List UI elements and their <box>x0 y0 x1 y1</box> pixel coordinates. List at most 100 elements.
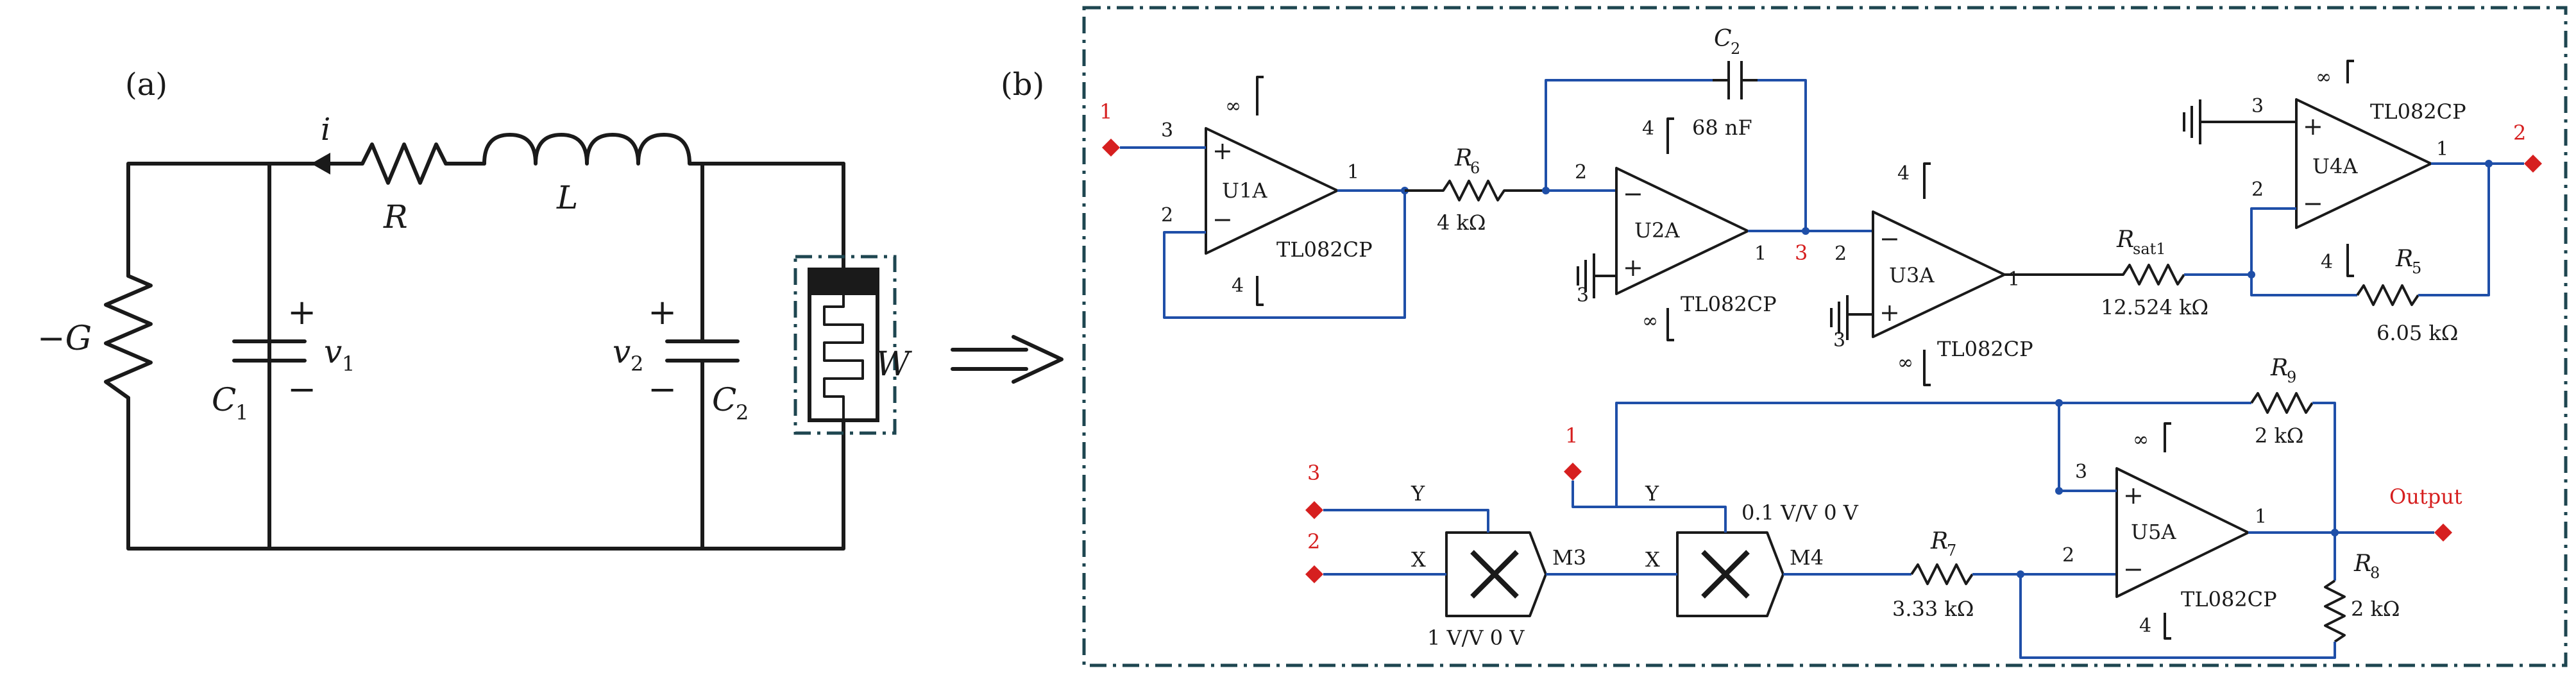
current-label: i <box>321 112 330 148</box>
m4-cross-icon <box>1701 550 1750 599</box>
m4-x-label: X <box>1645 547 1660 572</box>
u3a-pin4: 4 <box>1897 162 1910 185</box>
u4a-name: U4A <box>2312 154 2358 178</box>
u2a-pin2: 2 <box>1575 161 1587 184</box>
u5a-pin2: 2 <box>2062 544 2074 567</box>
u3a-part: TL082CP <box>1937 337 2033 361</box>
v1-subscript: 1 <box>342 352 355 376</box>
rsat1-sub: sat1 <box>2133 240 2166 258</box>
port-2-output[interactable] <box>2524 155 2542 173</box>
rsat1-value: 12.524 kΩ <box>2101 295 2208 320</box>
v1-plus: + <box>287 292 316 332</box>
port-m3-x[interactable] <box>1305 565 1323 583</box>
u2a-plus: + <box>1623 253 1643 282</box>
v2-minus: − <box>648 369 677 409</box>
u2a-ground <box>1577 253 1616 298</box>
wire-r9-line <box>1615 402 2251 507</box>
port-1-input[interactable] <box>1102 139 1120 157</box>
opamp-u4a <box>2295 98 2432 229</box>
u5a-pin4: 4 <box>2139 615 2151 637</box>
rsat1-name: R <box>2116 226 2134 253</box>
port-m4-y-label: 1 <box>1565 423 1578 448</box>
r9-name: R <box>2270 355 2288 381</box>
u2a-pin8: ∞ <box>1642 310 1658 332</box>
u4a-ground <box>2183 99 2296 144</box>
panel-a: (a) −G C 1 + v 1 − i R L + v 2 − C 2 <box>37 67 1063 551</box>
r6-value: 4 kΩ <box>1437 210 1486 235</box>
capacitor-c1 <box>232 162 307 551</box>
capacitor-c2 <box>665 162 740 551</box>
m3-gain: 1 V/V 0 V <box>1427 626 1525 650</box>
u3a-pin8: ∞ <box>1897 352 1913 374</box>
wire-m3-y <box>1323 509 1489 533</box>
port-2-label: 2 <box>2513 121 2526 145</box>
c2-label: C <box>712 381 736 418</box>
resistor-r8 <box>2324 579 2346 643</box>
m3-x-label: X <box>1411 547 1426 572</box>
r7-value: 3.33 kΩ <box>1892 597 1974 621</box>
multiplier-m4 <box>1676 531 1784 617</box>
wire-m4-y <box>1572 481 1727 533</box>
u5a-part: TL082CP <box>2181 587 2277 611</box>
u1a-pin3: 3 <box>1161 119 1173 142</box>
u1a-pin8: ∞ <box>1225 95 1241 117</box>
u4a-part: TL082CP <box>2370 99 2466 124</box>
wire-r5-out <box>2418 164 2490 296</box>
u4a-pin1: 1 <box>2436 138 2448 160</box>
resistor-r5 <box>2356 284 2419 306</box>
u2a-pin3: 3 <box>1577 284 1589 307</box>
junction <box>2055 487 2063 495</box>
panel-b: (b) + − U1A ∞ 4 TL082CP 3 2 1 1 R 6 4 kΩ… <box>1001 6 2568 667</box>
r9-sub: 9 <box>2287 368 2296 386</box>
wire-u4a-minus <box>2250 207 2357 296</box>
u2a-name: U2A <box>1634 218 1680 243</box>
u1a-supply-pins <box>1256 76 1264 306</box>
u1a-pin1: 1 <box>1347 161 1359 184</box>
output-label: Output <box>2389 484 2462 509</box>
port-m3-y[interactable] <box>1305 501 1323 519</box>
negative-g-label: −G <box>37 320 92 358</box>
u1a-minus: − <box>1212 205 1233 234</box>
wire-u1a-feedback <box>1163 191 1406 319</box>
u2a-supply-pins <box>1666 117 1674 341</box>
u4a-pin3: 3 <box>2251 95 2264 117</box>
port-m4-y[interactable] <box>1564 463 1582 481</box>
r5-name: R <box>2395 246 2413 272</box>
memristor-label: W <box>876 345 912 384</box>
junction <box>2485 160 2493 167</box>
u5a-name: U5A <box>2131 520 2176 544</box>
v2-plus: + <box>648 292 677 332</box>
u1a-pin2: 2 <box>1161 204 1173 226</box>
r5-sub: 5 <box>2412 259 2421 277</box>
r8-sub: 8 <box>2370 564 2380 582</box>
c1-label: C <box>212 381 236 418</box>
m4-y-label: Y <box>1645 481 1659 506</box>
u4a-pin4: 4 <box>2321 251 2333 273</box>
u1a-pin4: 4 <box>1232 275 1244 297</box>
l-label: L <box>556 179 578 216</box>
r6-sub: 6 <box>1470 159 1480 177</box>
u5a-minus: − <box>2123 555 2144 583</box>
r5-value: 6.05 kΩ <box>2377 321 2458 345</box>
r7-name: R <box>1930 528 1948 554</box>
u4a-pin2: 2 <box>2251 178 2264 201</box>
panel-b-frame <box>1082 6 2568 667</box>
wire-c2-loop <box>1545 79 1807 228</box>
port-1-label: 1 <box>1099 99 1112 124</box>
resistor-rsat1 <box>2004 264 2185 286</box>
port-output[interactable] <box>2434 524 2452 542</box>
junction <box>1802 227 1809 235</box>
resistor-r7 <box>1910 563 1974 585</box>
double-arrow <box>951 335 1063 384</box>
r8-name: R <box>2353 551 2371 577</box>
u3a-minus: − <box>1879 225 1900 253</box>
u3a-pin2: 2 <box>1835 243 1847 265</box>
u5a-plus: + <box>2123 481 2144 509</box>
u4a-pin8: ∞ <box>2316 66 2332 89</box>
u4a-supply-pins <box>2346 60 2354 277</box>
port-m3-y-label: 3 <box>1307 461 1320 485</box>
u5a-pin1: 1 <box>2255 506 2267 528</box>
negative-g-resistor <box>104 274 153 400</box>
opamp-u5a <box>2115 467 2250 598</box>
